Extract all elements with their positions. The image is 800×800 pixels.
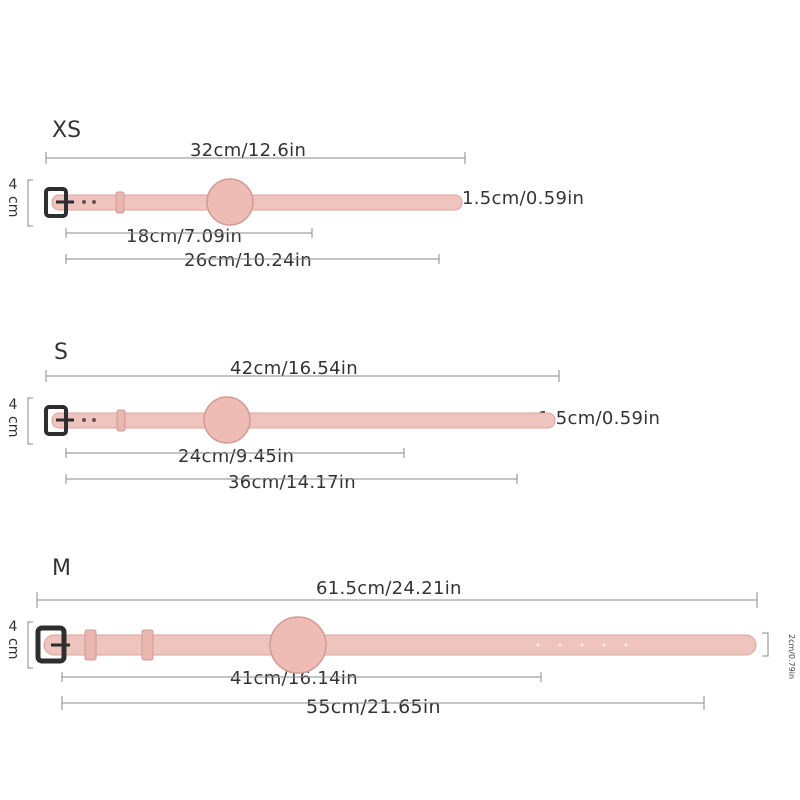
xs-strap-band <box>51 194 463 211</box>
m-strap-keeper-1 <box>84 629 97 661</box>
size-s-label: S <box>54 340 68 365</box>
m-total-line <box>36 592 758 608</box>
size-m-label: M <box>52 556 71 581</box>
size-xs-label: XS <box>52 118 82 143</box>
s-max-circumference: 36cm/14.17in <box>228 472 356 493</box>
s-total-length: 42cm/16.54in <box>230 358 358 379</box>
s-tracker-pod <box>203 396 251 444</box>
m-min-circumference: 41cm/16.14in <box>230 668 358 689</box>
s-min-line <box>65 448 405 458</box>
xs-strap-keeper <box>115 191 125 214</box>
xs-total-length: 32cm/12.6in <box>190 140 307 161</box>
s-strap-width: 1.5cm/0.59in <box>538 408 661 429</box>
s-strap-band <box>51 412 556 429</box>
s-total-line <box>45 370 560 382</box>
m-max-circumference: 55cm/21.65in <box>306 696 441 718</box>
xs-total-line <box>45 152 466 164</box>
s-strap-keeper <box>116 409 126 432</box>
m-strap-keeper-2 <box>141 629 154 661</box>
s-height-bracket <box>27 397 33 445</box>
s-min-circumference: 24cm/9.45in <box>178 446 295 467</box>
s-max-line <box>65 474 518 484</box>
xs-tracker-pod <box>206 178 254 226</box>
m-min-line <box>61 672 542 682</box>
m-height-bracket <box>27 621 33 669</box>
xs-max-line <box>65 254 440 264</box>
xs-strap-width: 1.5cm/0.59in <box>462 188 585 209</box>
xs-height-bracket <box>27 179 33 227</box>
xs-min-line <box>65 228 313 238</box>
m-strap-band <box>43 634 757 656</box>
m-tracker-pod <box>269 616 327 674</box>
m-max-line <box>61 696 705 710</box>
m-strap <box>35 616 757 674</box>
m-width-bracket <box>762 632 769 657</box>
m-total-length: 61.5cm/24.21in <box>316 578 462 599</box>
s-strap <box>44 396 556 444</box>
xs-min-circumference: 18cm/7.09in <box>126 226 243 247</box>
xs-max-circumference: 26cm/10.24in <box>184 250 312 271</box>
xs-strap <box>44 178 463 226</box>
